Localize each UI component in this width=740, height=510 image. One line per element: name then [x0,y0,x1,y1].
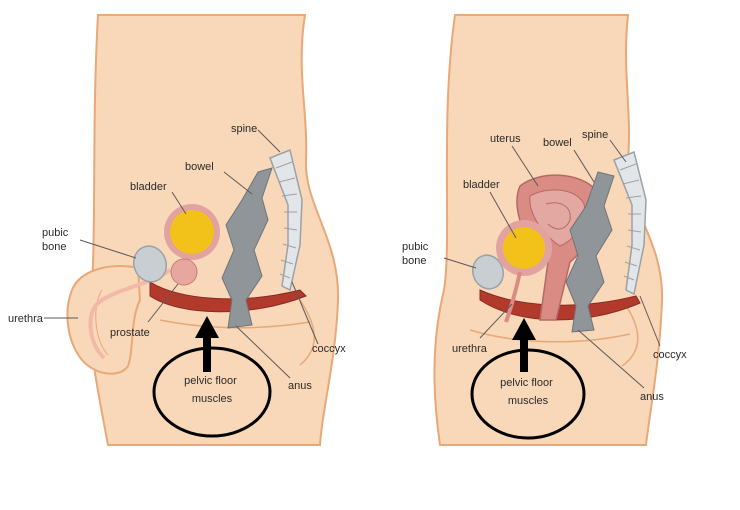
male-label-bladder: bladder [130,181,167,193]
female-label-pubic-bone-l2: bone [402,255,426,267]
male-prostate [171,259,197,285]
female-callout-l2: muscles [508,395,549,407]
male-callout-l1: pelvic floor [184,375,237,387]
male-label-pubic-bone-l1: pubic [42,227,69,239]
female-label-pubic-bone: pubic bone [402,241,431,267]
female-label-bladder: bladder [463,179,500,191]
male-diagram: spine bowel bladder pubic bone urethra p… [8,15,346,445]
male-callout-l2: muscles [192,393,233,405]
male-bladder-fill [170,210,214,254]
male-label-pubic-bone: pubic bone [42,227,71,253]
female-bladder-fill [503,227,545,269]
male-label-bowel: bowel [185,161,214,173]
female-label-urethra: urethra [452,343,488,355]
female-label-uterus: uterus [490,133,521,145]
male-label-prostate: prostate [110,327,150,339]
female-label-anus: anus [640,391,664,403]
female-label-spine: spine [582,129,608,141]
male-label-coccyx: coccyx [312,343,346,355]
male-callout-ellipse [154,348,270,436]
female-diagram: spine uterus bowel bladder pubic bone ur… [402,15,687,445]
male-label-urethra: urethra [8,313,44,325]
male-label-pubic-bone-l2: bone [42,241,66,253]
female-label-pubic-bone-l1: pubic [402,241,429,253]
male-label-anus: anus [288,380,312,392]
female-callout-l1: pelvic floor [500,377,553,389]
male-label-spine: spine [231,123,257,135]
female-label-coccyx: coccyx [653,349,687,361]
female-label-bowel: bowel [543,137,572,149]
